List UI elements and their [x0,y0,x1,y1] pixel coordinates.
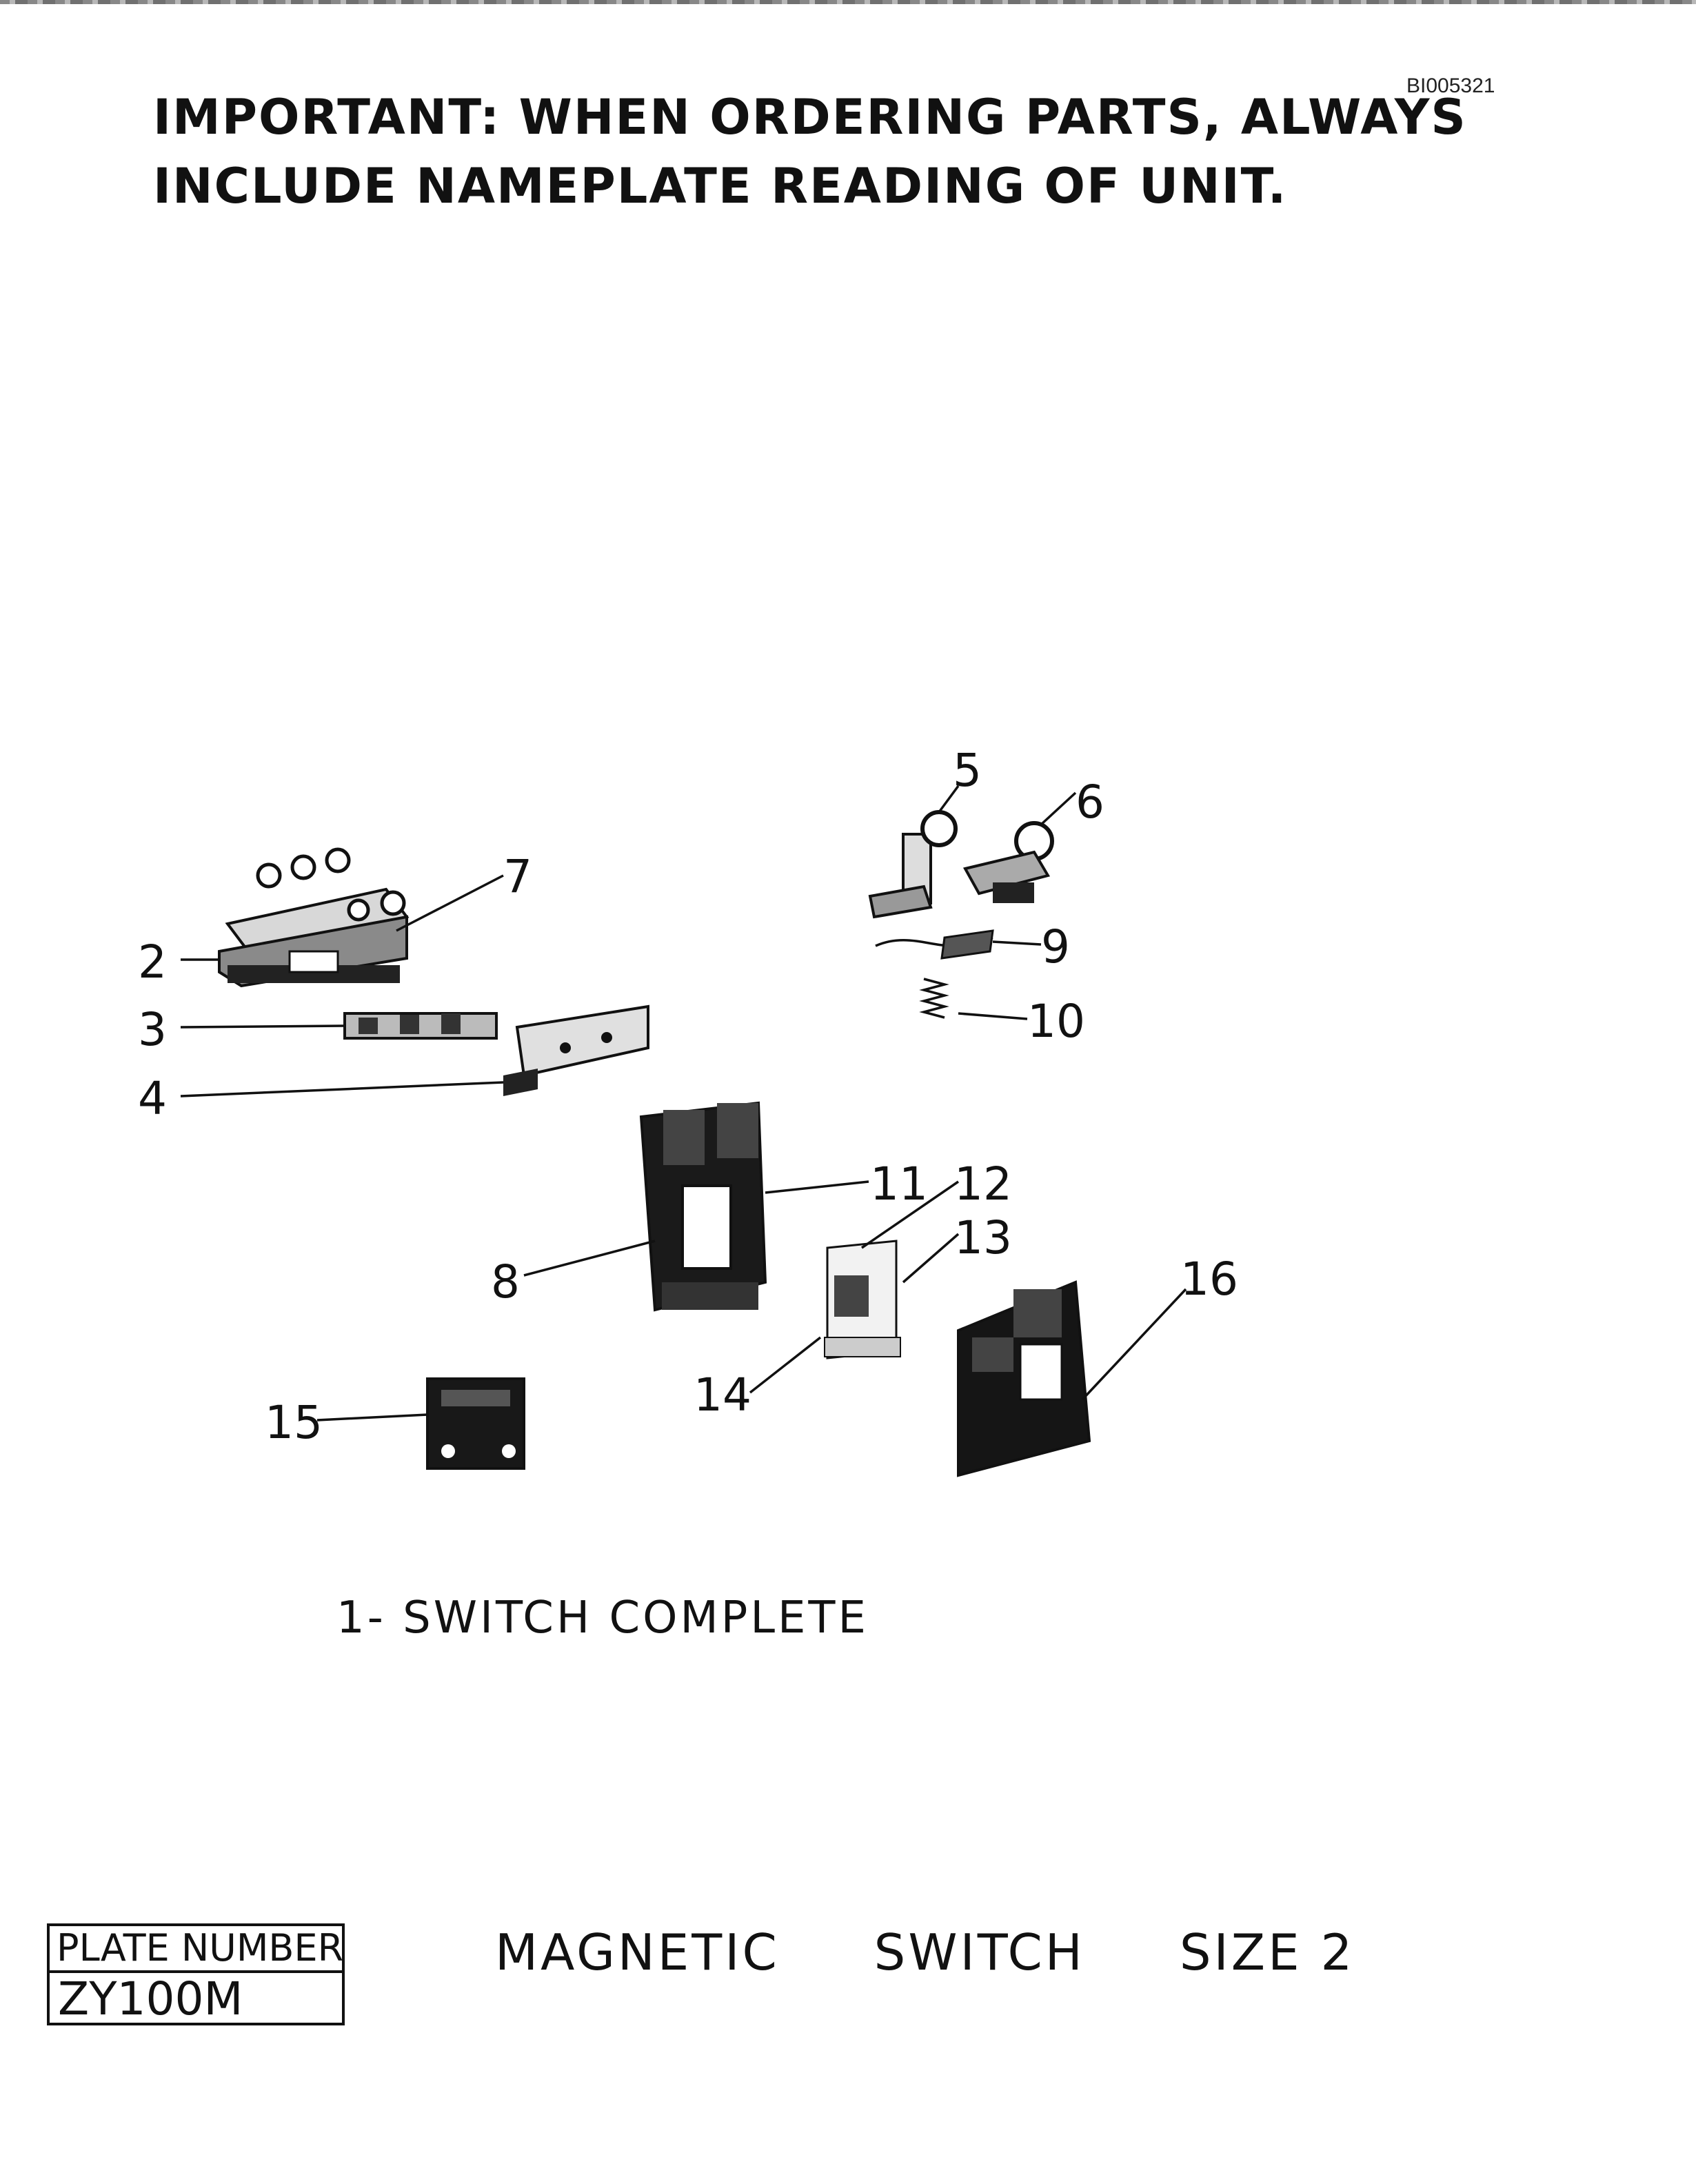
part-contact-bar [875,929,994,960]
callout-16: 16 [1180,1253,1238,1306]
callout-15: 15 [265,1396,323,1449]
ordering-notice: IMPORTANT: WHEN ORDERING PARTS, ALWAYS I… [153,83,1467,221]
callout-9: 9 [1041,920,1070,973]
title-word-2: SWITCH [874,1923,1085,1981]
callout-6: 6 [1076,776,1104,829]
callout-4: 4 [138,1072,167,1125]
part-armature [957,1280,1091,1477]
callout-2: 2 [138,936,167,989]
top-scan-rule [0,0,1696,4]
plate-number-value: ZY100M [58,1972,243,2025]
part-contact-block [218,847,410,988]
part-contact-carrier [503,1004,649,1096]
part-overload-unit [426,1377,525,1470]
callout-14: 14 [694,1368,751,1422]
part-spring [919,978,949,1019]
part-terminal-6 [962,821,1054,903]
part-terminal-5 [868,810,958,919]
leader-lines [180,785,1187,1422]
callout-8: 8 [491,1255,520,1308]
part-magnet-frame [639,1101,767,1312]
callout-3: 3 [138,1003,167,1056]
diagram-title: MAGNETIC SWITCH SIZE 2 [495,1923,1355,1981]
notice-line-1: IMPORTANT: WHEN ORDERING PARTS, ALWAYS [153,89,1467,145]
switch-complete-caption: 1- SWITCH COMPLETE [336,1593,869,1644]
part-coil [824,1240,901,1359]
title-word-3: SIZE 2 [1179,1923,1355,1981]
part-contact-strip [343,1012,498,1040]
plate-number-label: PLATE NUMBER [50,1926,342,1973]
document-id: BI005321 [1406,74,1495,97]
callout-11: 11 [870,1157,928,1211]
callout-labels: 2 3 4 5 6 7 8 9 10 11 12 13 14 15 16 [138,744,1238,1449]
callout-12: 12 [954,1157,1012,1211]
callout-13: 13 [954,1211,1012,1264]
callout-10: 10 [1027,995,1085,1048]
plate-number-box: PLATE NUMBER ZY100M [47,1923,345,2025]
callout-7: 7 [503,850,532,903]
title-word-1: MAGNETIC [495,1923,780,1981]
notice-line-2: INCLUDE NAMEPLATE READING OF UNIT. [153,158,1288,214]
callout-5: 5 [953,744,982,797]
